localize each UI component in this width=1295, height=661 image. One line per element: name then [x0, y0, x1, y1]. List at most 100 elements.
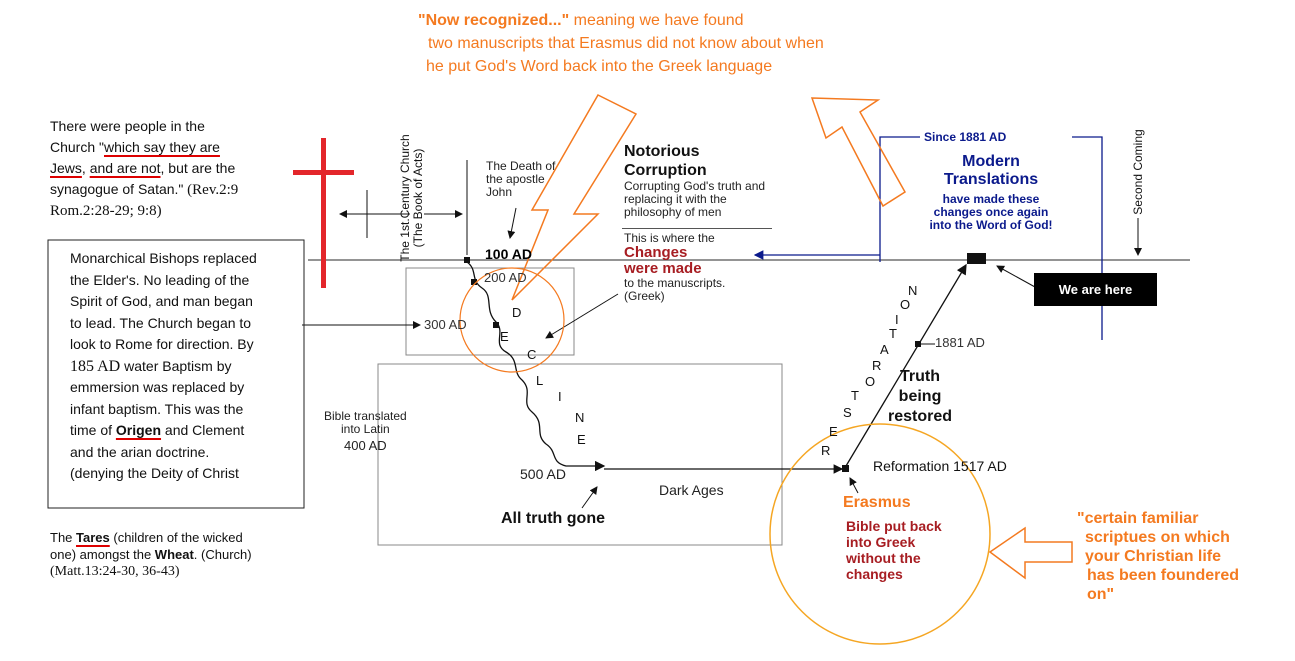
bishops-box: Monarchical Bishops replaced the Elder's… [70, 248, 257, 485]
erasmus-note: Bible put back into Greek without the ch… [846, 518, 942, 582]
restoration-letter-9: I [895, 312, 899, 327]
death-of-john: The Death of the apostle John [486, 160, 555, 199]
bishops-line9-end: and Clement [161, 422, 245, 438]
corruption-line1: Corrupting God's truth and [624, 179, 766, 193]
first-century-label: The 1st.Century Church (The Book of Acts… [398, 98, 425, 298]
changes-pointer-arrow [545, 293, 619, 339]
latin-translation-note: Bible translated into Latin 400 AD [324, 409, 407, 453]
changes-title-line2: were made [624, 260, 702, 277]
corruption-line3: philosophy of men [624, 205, 722, 219]
erasmus-line3: without the [846, 550, 921, 566]
restoration-letter-7: A [880, 342, 889, 357]
jews-note-line2: Church " [50, 139, 104, 155]
bishops-line5: look to Rome for direction. By [70, 336, 254, 352]
truth-restored-label: Truth being restored [888, 367, 952, 427]
restoration-letter-1: R [821, 443, 831, 458]
tares-ref: (Matt.13:24-30, 36-43) [50, 564, 180, 579]
big-up-arrow-icon [810, 97, 907, 208]
bishops-line1: Monarchical Bishops replaced [70, 250, 257, 266]
decline-letter-4: L [536, 373, 544, 388]
top-note-line3: he put God's Word back into the Greek la… [426, 58, 773, 75]
modern-title-line1: Modern [962, 153, 1020, 170]
lightning-bolt-icon [511, 94, 638, 301]
erasmus-highlight-circle [769, 423, 991, 645]
jews-note: There were people in the Church "which s… [50, 116, 238, 222]
bishops-line10: and the arian doctrine. [70, 443, 210, 460]
bishops-box-border [47, 239, 305, 509]
latin-line2: into Latin [341, 422, 390, 436]
wheat-label: Wheat [154, 547, 194, 562]
we-are-here-label: We are here [1034, 273, 1157, 306]
tares-line1: (children of the wicked [109, 530, 243, 545]
left-block-arrow-icon [988, 526, 1073, 580]
changes-where: This is where the [624, 231, 715, 245]
familiar-line5: on" [1087, 586, 1115, 603]
restoration-letter-8: T [889, 326, 897, 341]
truth-line2: being [898, 388, 942, 405]
restoration-line [845, 263, 967, 467]
tares-note: The Tares (children of the wicked one) a… [50, 529, 252, 580]
death-of-john-arrow [507, 207, 517, 239]
corruption-period-box [405, 267, 575, 356]
bishops-line11: (denying the Deity of Christ [70, 465, 239, 481]
dark-ages-label: Dark Ages [659, 482, 724, 498]
jews-note-ref: (Rev.2:9 [183, 182, 239, 198]
all-truth-gone-label: All truth gone [501, 510, 605, 527]
bishops-line6: water Baptism by [120, 357, 232, 374]
corruption-block: Notorious Corruption Corrupting God's tr… [624, 142, 765, 219]
familiar-line3: your Christian life [1085, 548, 1222, 565]
decline-letter-3: C [527, 347, 537, 362]
jews-note-line4: synagogue of Satan." [50, 181, 184, 197]
corruption-line2: replacing it with the [624, 192, 727, 206]
jews-note-comma: , [81, 160, 90, 176]
truth-line1: Truth [900, 368, 941, 385]
corruption-title-line1: Notorious [624, 143, 700, 160]
label-200-ad: 200 AD [484, 270, 527, 285]
latin-line3: 400 AD [344, 438, 387, 453]
modern-line1: have made these [942, 192, 1040, 206]
label-1881-ad: 1881 AD [935, 335, 985, 350]
jews-note-line5: Rom.2:28-29; 9:8) [50, 203, 162, 219]
changes-to-line1: to the manuscripts. [624, 276, 726, 290]
label-300-ad: 300 AD [424, 317, 467, 332]
tares-line2-end: . (Church) [193, 547, 252, 562]
tares-line2: one) amongst the [50, 547, 155, 562]
first-century-line2: (The Book of Acts) [411, 148, 425, 248]
label-500-ad: 500 AD [520, 466, 566, 482]
second-coming-label: Second Coming [1131, 129, 1145, 215]
jews-note-underline-1: which say they are [104, 139, 220, 155]
we-are-here-arrow [996, 265, 1036, 288]
erasmus-line4: changes [846, 566, 903, 582]
bishops-line3: Spirit of God, and man began [70, 293, 253, 309]
bishops-line9: time of [70, 422, 116, 438]
bishops-line2: the Elder's. No leading of the [70, 271, 250, 288]
corruption-title-line2: Corruption [624, 162, 707, 179]
bishops-line8: infant baptism. This was the [70, 400, 244, 417]
familiar-line4: has been foundered [1087, 567, 1240, 584]
decline-letter-7: E [577, 432, 586, 447]
latin-line1: Bible translated [324, 409, 407, 423]
erasmus-label: Erasmus [843, 494, 911, 511]
restoration-letter-4: T [851, 388, 859, 403]
truth-line3: restored [888, 408, 953, 425]
familiar-note: "certain familiar scriptues on which you… [1077, 509, 1239, 604]
erasmus-line2: into Greek [846, 534, 916, 550]
corruption-divider [622, 228, 772, 229]
we-are-here-marker [967, 253, 986, 264]
dark-ages-box [377, 363, 783, 546]
modern-line2: changes once again [933, 205, 1049, 219]
changes-to-line2: (Greek) [624, 289, 665, 303]
changes-title-line1: Changes [624, 244, 688, 261]
decline-letter-5: I [558, 389, 562, 404]
familiar-line2: scriptues on which [1085, 529, 1230, 546]
modern-translations-block: Modern Translations have made these chan… [880, 153, 1102, 232]
tares-pre: The [50, 530, 77, 545]
top-note-quote: "Now recognized..." [418, 12, 570, 29]
modern-title-line2: Translations [943, 171, 1039, 188]
decline-letter-6: N [575, 410, 585, 425]
top-note-line2: two manuscripts that Erasmus did not kno… [428, 35, 824, 52]
death-of-john-line2: the apostle [486, 172, 545, 186]
red-cross-icon [293, 138, 354, 288]
jews-note-underline-3: and are not [89, 160, 161, 176]
restoration-letter-6: R [872, 358, 882, 373]
